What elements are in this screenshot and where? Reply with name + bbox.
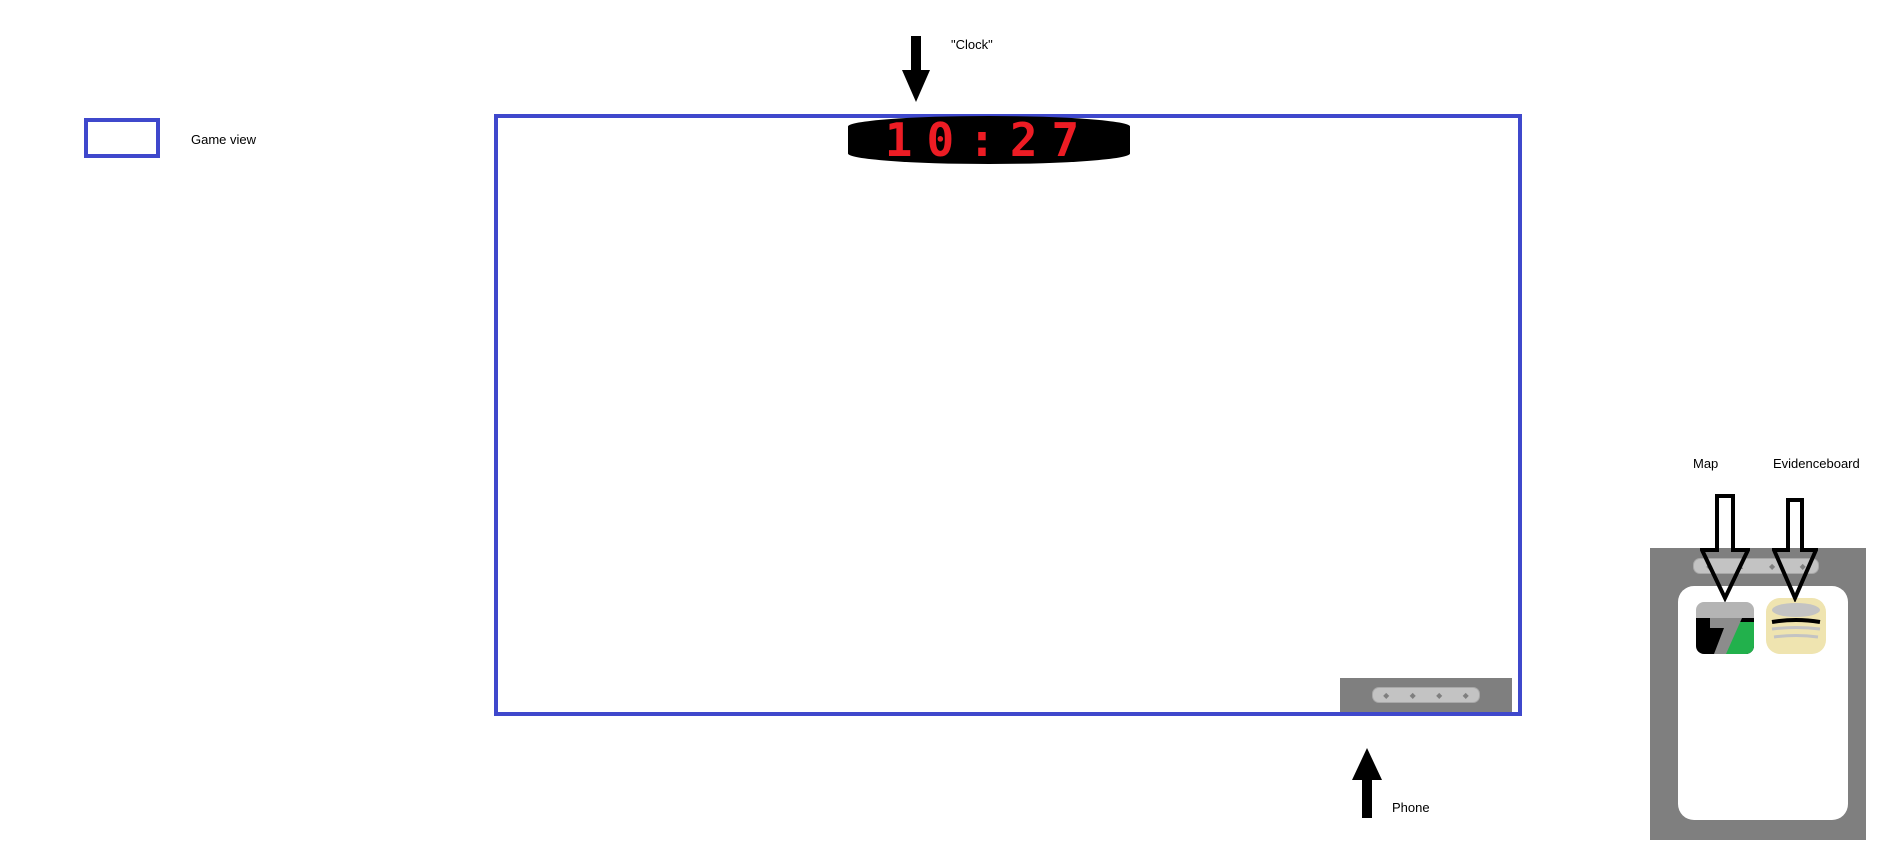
- clock-arrow-icon: [902, 36, 930, 102]
- phone-arrow-icon: [1352, 748, 1382, 818]
- map-label: Map: [1693, 456, 1719, 471]
- phone-tab[interactable]: ◆◆◆◆: [1340, 678, 1512, 712]
- clock-time: 10:27: [884, 113, 1094, 167]
- map-icon: [1696, 602, 1754, 654]
- evidenceboard-app-icon[interactable]: [1766, 598, 1826, 654]
- evidenceboard-arrow-icon: [1772, 498, 1818, 602]
- game-view-frame: [494, 114, 1522, 716]
- evidenceboard-label: Evidenceboard: [1773, 456, 1860, 471]
- legend-label: Game view: [191, 132, 257, 147]
- map-app-icon[interactable]: [1696, 602, 1754, 654]
- phone-label: Phone: [1392, 800, 1430, 815]
- clock-label: "Clock": [951, 37, 993, 52]
- clock-display: 10:27: [848, 116, 1130, 164]
- map-arrow-icon: [1700, 494, 1750, 602]
- legend-swatch: [84, 118, 160, 158]
- evidenceboard-icon: [1771, 603, 1821, 639]
- phone-tab-handle-icon: ◆◆◆◆: [1372, 687, 1480, 703]
